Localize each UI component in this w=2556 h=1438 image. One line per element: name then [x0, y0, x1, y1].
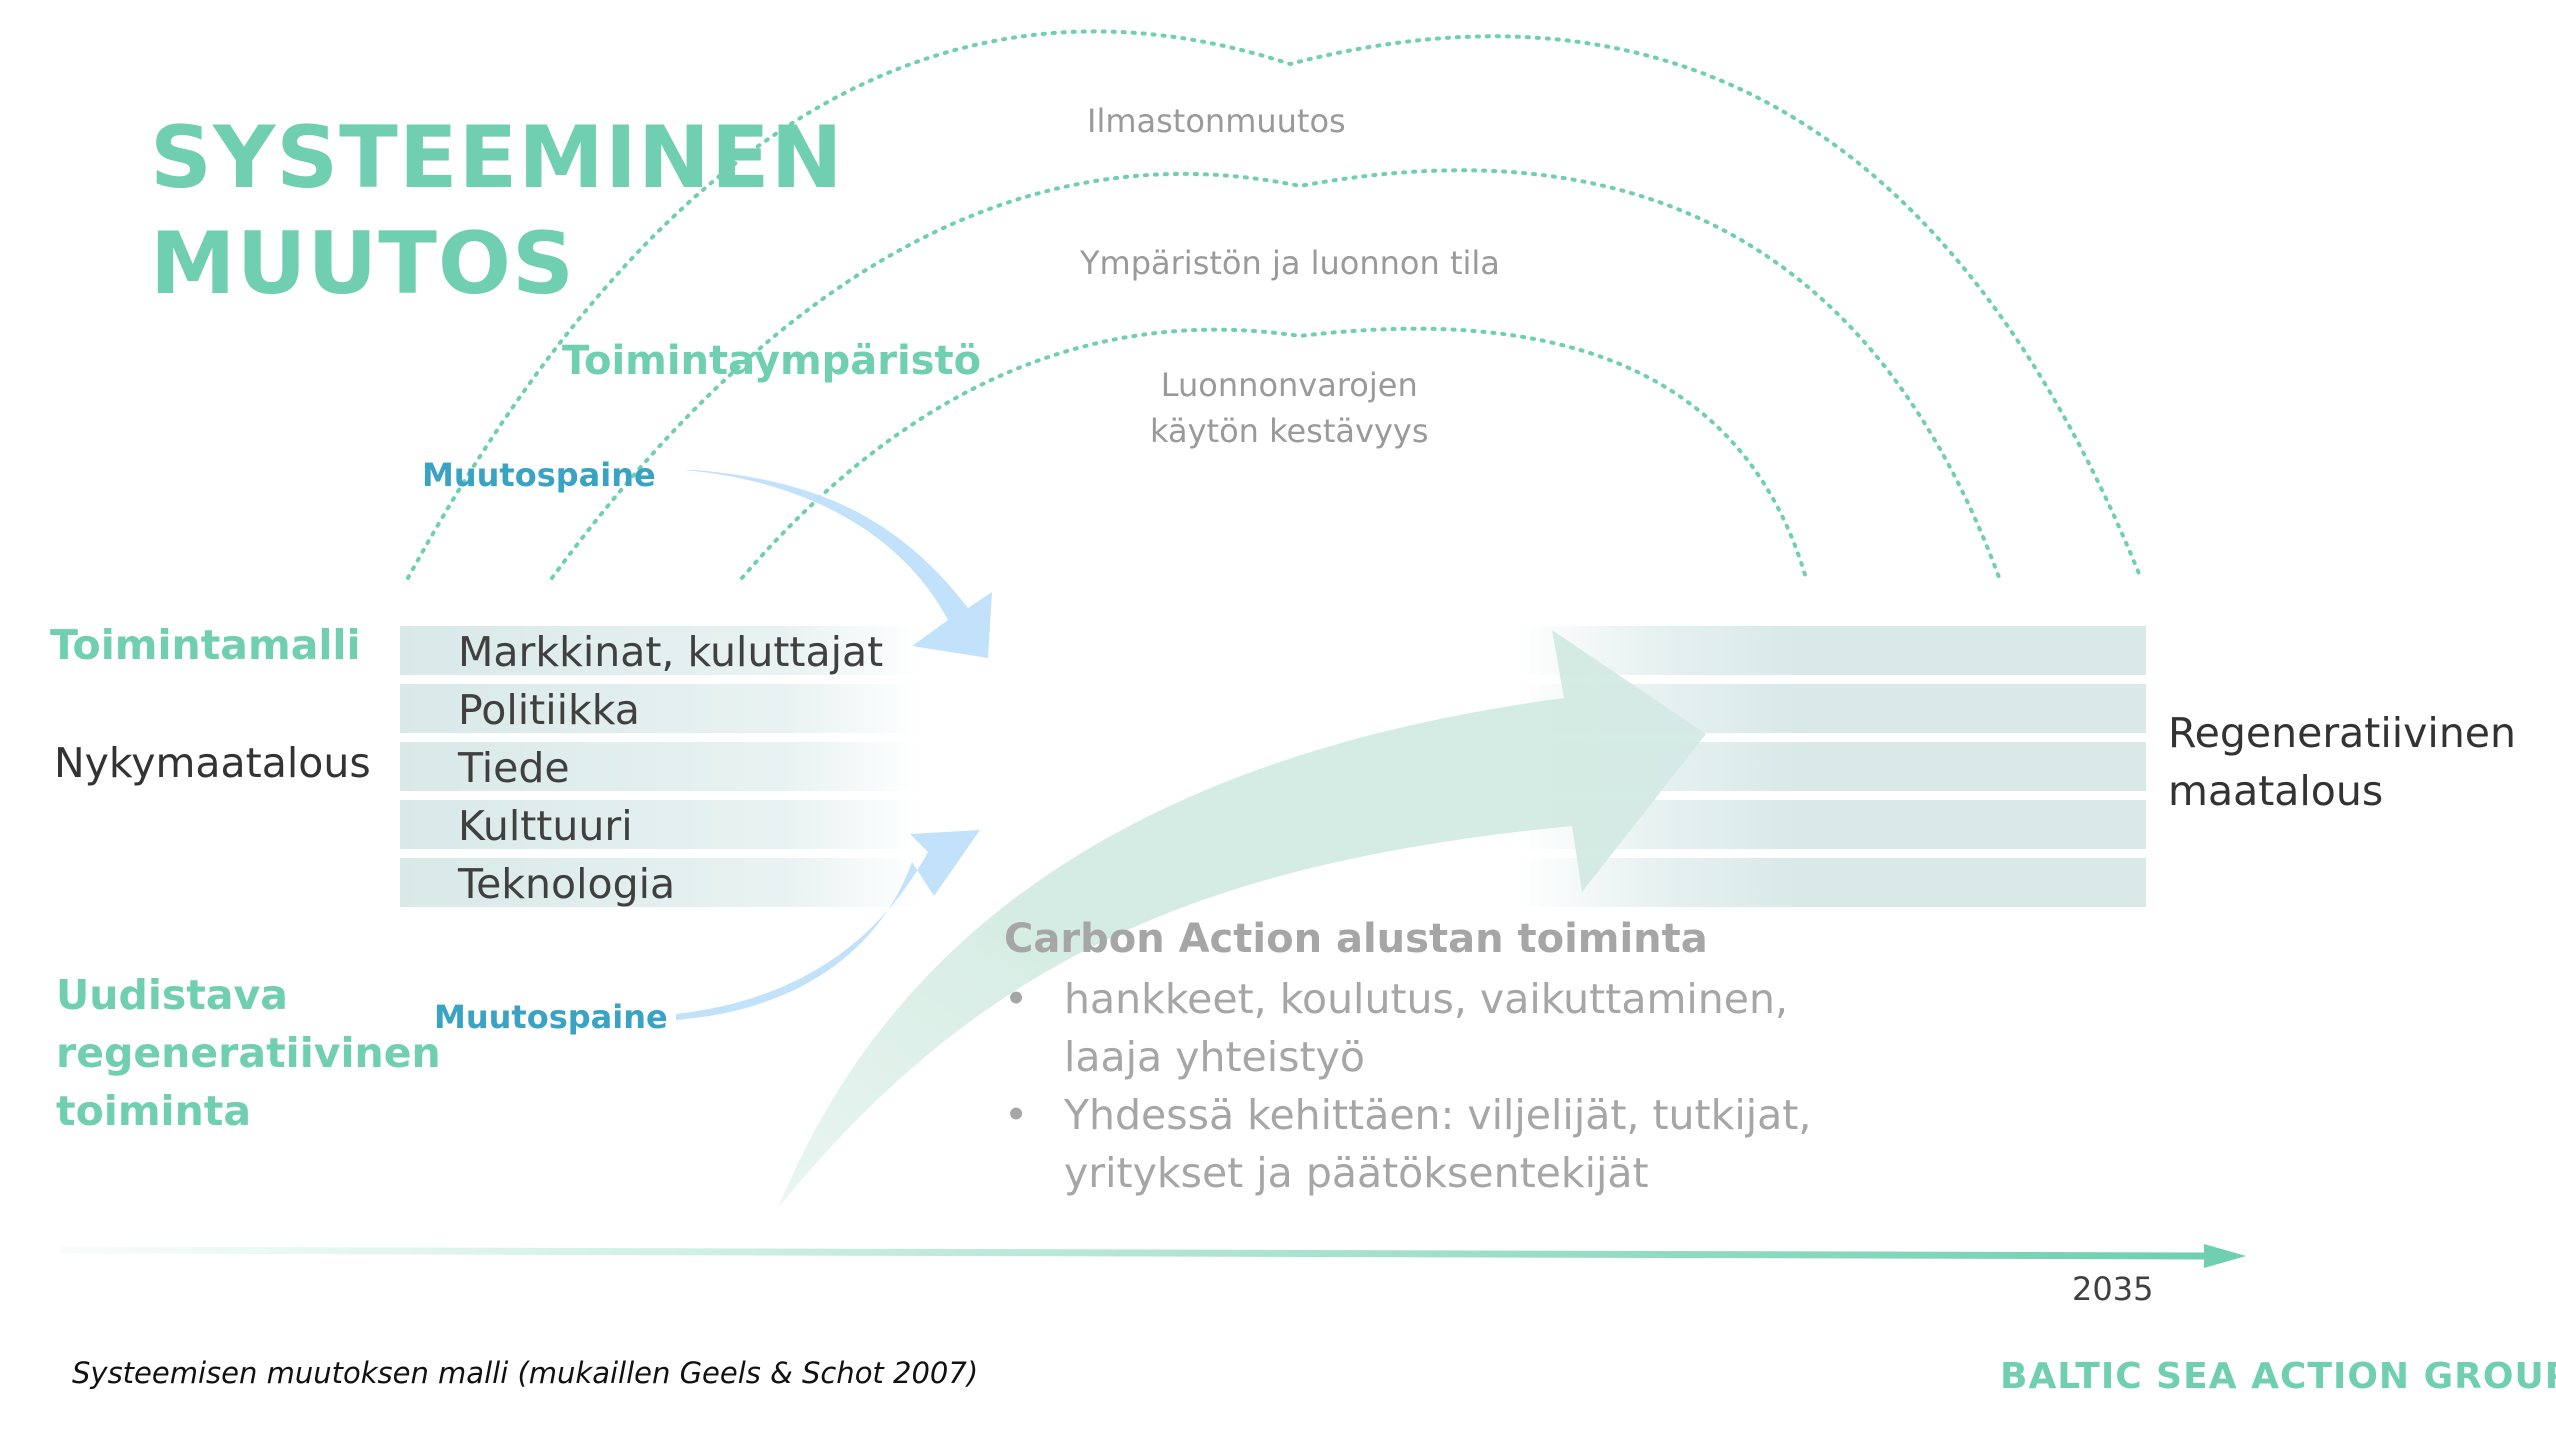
arc-label-resources: Luonnonvarojen käytön kestävyys — [1150, 362, 1428, 454]
carbon-action-item-1-line-2: laaja yhteistyö — [1064, 1033, 1365, 1081]
band-science: Tiede — [400, 742, 2146, 792]
band-culture: Kulttuuri — [400, 800, 2146, 850]
carbon-action-item-2-line-2: yritykset ja päätöksentekijät — [1064, 1149, 1649, 1197]
arc-label-resources-line-2: käytön kestävyys — [1150, 412, 1429, 450]
band-technology: Teknologia — [400, 858, 2146, 908]
carbon-action-item-2-line-1: Yhdessä kehittäen: viljelijät, tutkijat, — [1064, 1091, 1812, 1139]
brand-logo-text: BALTIC SEA ACTION GROUP — [2000, 1356, 2556, 1397]
timeline-line — [59, 1246, 2211, 1260]
band-markets: Markkinat, kuluttajat — [400, 626, 2146, 676]
target-state-line-1: Regeneratiivinen — [2168, 709, 2517, 757]
page-title: SYSTEEMINEN MUUTOS — [150, 105, 844, 317]
title-line-2: MUUTOS — [150, 214, 575, 314]
title-line-1: SYSTEEMINEN — [150, 108, 844, 208]
carbon-action-item-1: • hankkeet, koulutus, vaikuttaminen, laa… — [1004, 970, 1811, 1086]
niche-label: Uudistava regeneratiivinen toiminta — [56, 966, 441, 1140]
band-label-markets: Markkinat, kuluttajat — [458, 628, 884, 676]
carbon-action-list: • hankkeet, koulutus, vaikuttaminen, laa… — [1004, 970, 1811, 1202]
band-label-science: Tiede — [458, 744, 570, 792]
bullet-2: • — [1004, 1091, 1029, 1139]
band-label-politics: Politiikka — [458, 686, 640, 734]
arc-label-resources-line-1: Luonnonvarojen — [1160, 366, 1418, 404]
landscape-label: Toimintaympäristö — [562, 338, 982, 384]
carbon-action-item-1-line-1: hankkeet, koulutus, vaikuttaminen, — [1064, 975, 1789, 1023]
regime-bands: Markkinat, kuluttajat Politiikka Tiede K… — [400, 626, 2146, 916]
pressure-label-top: Muutospaine — [422, 456, 656, 494]
target-state-label: Regeneratiivinen maatalous — [2168, 704, 2516, 820]
niche-label-line-3: toiminta — [56, 1087, 252, 1135]
timeline-end-year: 2035 — [2072, 1270, 2154, 1308]
arc-label-environment: Ympäristön ja luonnon tila — [1080, 244, 1500, 282]
timeline-arrowhead — [2204, 1244, 2246, 1268]
arc-climate — [406, 29, 2142, 580]
arc-label-climate: Ilmastonmuutos — [1087, 102, 1346, 140]
carbon-action-item-2: • Yhdessä kehittäen: viljelijät, tutkija… — [1004, 1086, 1811, 1202]
carbon-action-title: Carbon Action alustan toiminta — [1004, 916, 1708, 962]
band-politics: Politiikka — [400, 684, 2146, 734]
niche-label-line-1: Uudistava — [56, 971, 288, 1019]
target-state-line-2: maatalous — [2168, 767, 2384, 815]
band-label-technology: Teknologia — [458, 860, 676, 908]
pressure-label-bottom: Muutospaine — [434, 998, 668, 1036]
pressure-arrow-bottom — [676, 830, 980, 1020]
bullet-1: • — [1004, 975, 1029, 1023]
footnote: Systeemisen muutoksen malli (mukaillen G… — [72, 1356, 979, 1390]
arc-environment — [550, 168, 2002, 582]
niche-label-line-2: regeneratiivinen — [56, 1029, 441, 1077]
current-state-label: Nykymaatalous — [54, 739, 371, 787]
regime-label: Toimintamalli — [50, 621, 361, 669]
band-label-culture: Kulttuuri — [458, 802, 633, 850]
